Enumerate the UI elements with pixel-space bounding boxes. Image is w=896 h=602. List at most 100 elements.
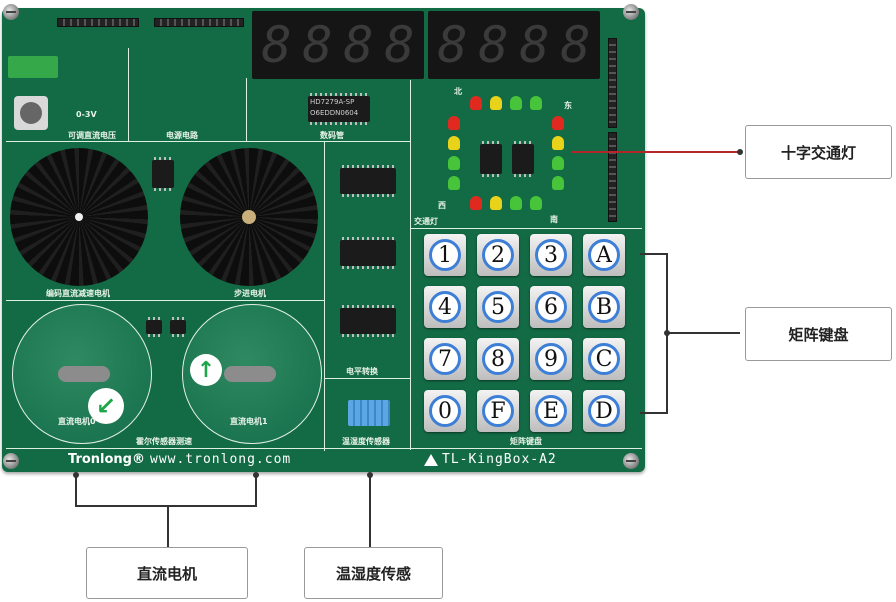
divider — [246, 78, 247, 141]
keypad-key-label: D — [588, 395, 620, 427]
top-header-mid — [154, 18, 244, 27]
dc-motor-bracket-right — [255, 474, 257, 506]
screw-icon — [623, 453, 639, 469]
keypad-key[interactable]: 6 — [530, 286, 572, 328]
divider — [6, 300, 324, 301]
keypad-key-label: 4 — [429, 291, 461, 323]
keypad-bracket-top — [640, 253, 668, 255]
keypad-key[interactable]: A — [583, 234, 625, 276]
led-west-green-2 — [448, 176, 460, 190]
humidity-pointer-line — [369, 474, 371, 547]
keypad-key[interactable]: B — [583, 286, 625, 328]
keypad-key[interactable]: C — [583, 338, 625, 380]
display-driver-chip — [308, 93, 370, 125]
hall-chip-1 — [146, 317, 162, 337]
level-shift-label: 电平转换 — [346, 367, 378, 376]
traffic-pointer-line — [572, 151, 740, 153]
keypad-key[interactable]: 5 — [477, 286, 519, 328]
top-header-left — [57, 18, 139, 27]
keypad-key[interactable]: D — [583, 390, 625, 432]
hall-chip-2 — [170, 317, 186, 337]
level-shift-chip-1 — [340, 165, 396, 197]
led-east-red — [552, 116, 564, 130]
direction-east: 东 — [564, 101, 572, 110]
led-east-green-2 — [552, 176, 564, 190]
dc-motor-1-label: 直流电机1 — [230, 417, 268, 426]
potentiometer — [14, 96, 48, 130]
led-east-green-1 — [552, 156, 564, 170]
divider — [128, 48, 129, 141]
keypad-bracket-arm — [666, 332, 740, 334]
keypad-key[interactable]: 3 — [530, 234, 572, 276]
keypad-key-label: 6 — [535, 291, 567, 323]
screw-post — [224, 366, 276, 382]
screw-icon — [3, 453, 19, 469]
level-shift-chip-3 — [340, 305, 396, 337]
humidity-sensor — [348, 400, 390, 426]
traffic-chip-1 — [480, 141, 502, 177]
website: www.tronlong.com — [150, 452, 292, 467]
keypad-key-label: 5 — [482, 291, 514, 323]
side-header-upper — [608, 38, 617, 128]
keypad-key[interactable]: F — [477, 390, 519, 432]
divider — [324, 378, 410, 379]
keypad-key-label: 7 — [429, 343, 461, 375]
keypad-key-label: 9 — [535, 343, 567, 375]
screw-icon — [623, 4, 639, 20]
screw-icon — [3, 4, 19, 20]
led-east-yellow — [552, 136, 564, 150]
led-south-green-1 — [510, 196, 522, 210]
callout-matrix-keypad: 矩阵键盘 — [745, 307, 892, 361]
encoder-motor-wheel — [10, 148, 148, 286]
keypad-key-label: B — [588, 291, 620, 323]
led-north-red — [470, 96, 482, 110]
keypad-key[interactable]: E — [530, 390, 572, 432]
humidity-section-label: 温湿度传感器 — [342, 437, 390, 446]
direction-north: 北 — [454, 87, 462, 96]
keypad-key-label: E — [535, 395, 567, 427]
callout-dc-motor: 直流电机 — [86, 547, 248, 599]
keypad-bracket-bottom — [640, 412, 668, 414]
dc-motor-bracket-base — [75, 505, 257, 507]
dc-motor-dot-left — [73, 472, 79, 478]
keypad-key-label: 8 — [482, 343, 514, 375]
brand-name: Tronlong® — [68, 452, 145, 467]
keypad-key[interactable]: 0 — [424, 390, 466, 432]
display-chip-name: HD7279A-SP — [310, 98, 355, 106]
hall-section-label: 霍尔传感器测速 — [136, 437, 192, 446]
down-left-arrow-icon: ↙ — [88, 388, 124, 424]
callout-temp-humidity: 温湿度传感 — [304, 547, 443, 599]
keypad-key-label: 2 — [482, 239, 514, 271]
screw-post — [58, 366, 110, 382]
keypad-key[interactable]: 2 — [477, 234, 519, 276]
terminal-block — [8, 56, 58, 78]
keypad-key-label: F — [482, 395, 514, 427]
led-west-yellow — [448, 136, 460, 150]
led-south-yellow — [490, 196, 502, 210]
keypad-key[interactable]: 9 — [530, 338, 572, 380]
divider — [6, 141, 410, 142]
side-header-lower — [608, 132, 617, 222]
keypad-key[interactable]: 1 — [424, 234, 466, 276]
led-south-green-2 — [530, 196, 542, 210]
divider — [324, 141, 325, 451]
keypad-key[interactable]: 7 — [424, 338, 466, 380]
dc-motor-dot-right — [253, 472, 259, 478]
keypad-pointer-dot — [664, 330, 670, 336]
power-section-label: 电源电路 — [166, 131, 198, 140]
led-west-red — [448, 116, 460, 130]
keypad-key-label: 3 — [535, 239, 567, 271]
keypad-key-label: 0 — [429, 395, 461, 427]
keypad-key[interactable]: 8 — [477, 338, 519, 380]
warning-triangle-icon — [424, 454, 438, 466]
callout-traffic-light: 十字交通灯 — [745, 125, 892, 179]
dc-motor-bracket-stem — [167, 505, 169, 547]
display-chip-code: O6EDDN0604 — [310, 109, 359, 117]
dc-motor-bracket-left — [75, 474, 77, 506]
model-name: TL-KingBox-A2 — [442, 452, 557, 467]
direction-west: 西 — [438, 201, 446, 210]
divider — [6, 448, 642, 449]
keypad-key[interactable]: 4 — [424, 286, 466, 328]
